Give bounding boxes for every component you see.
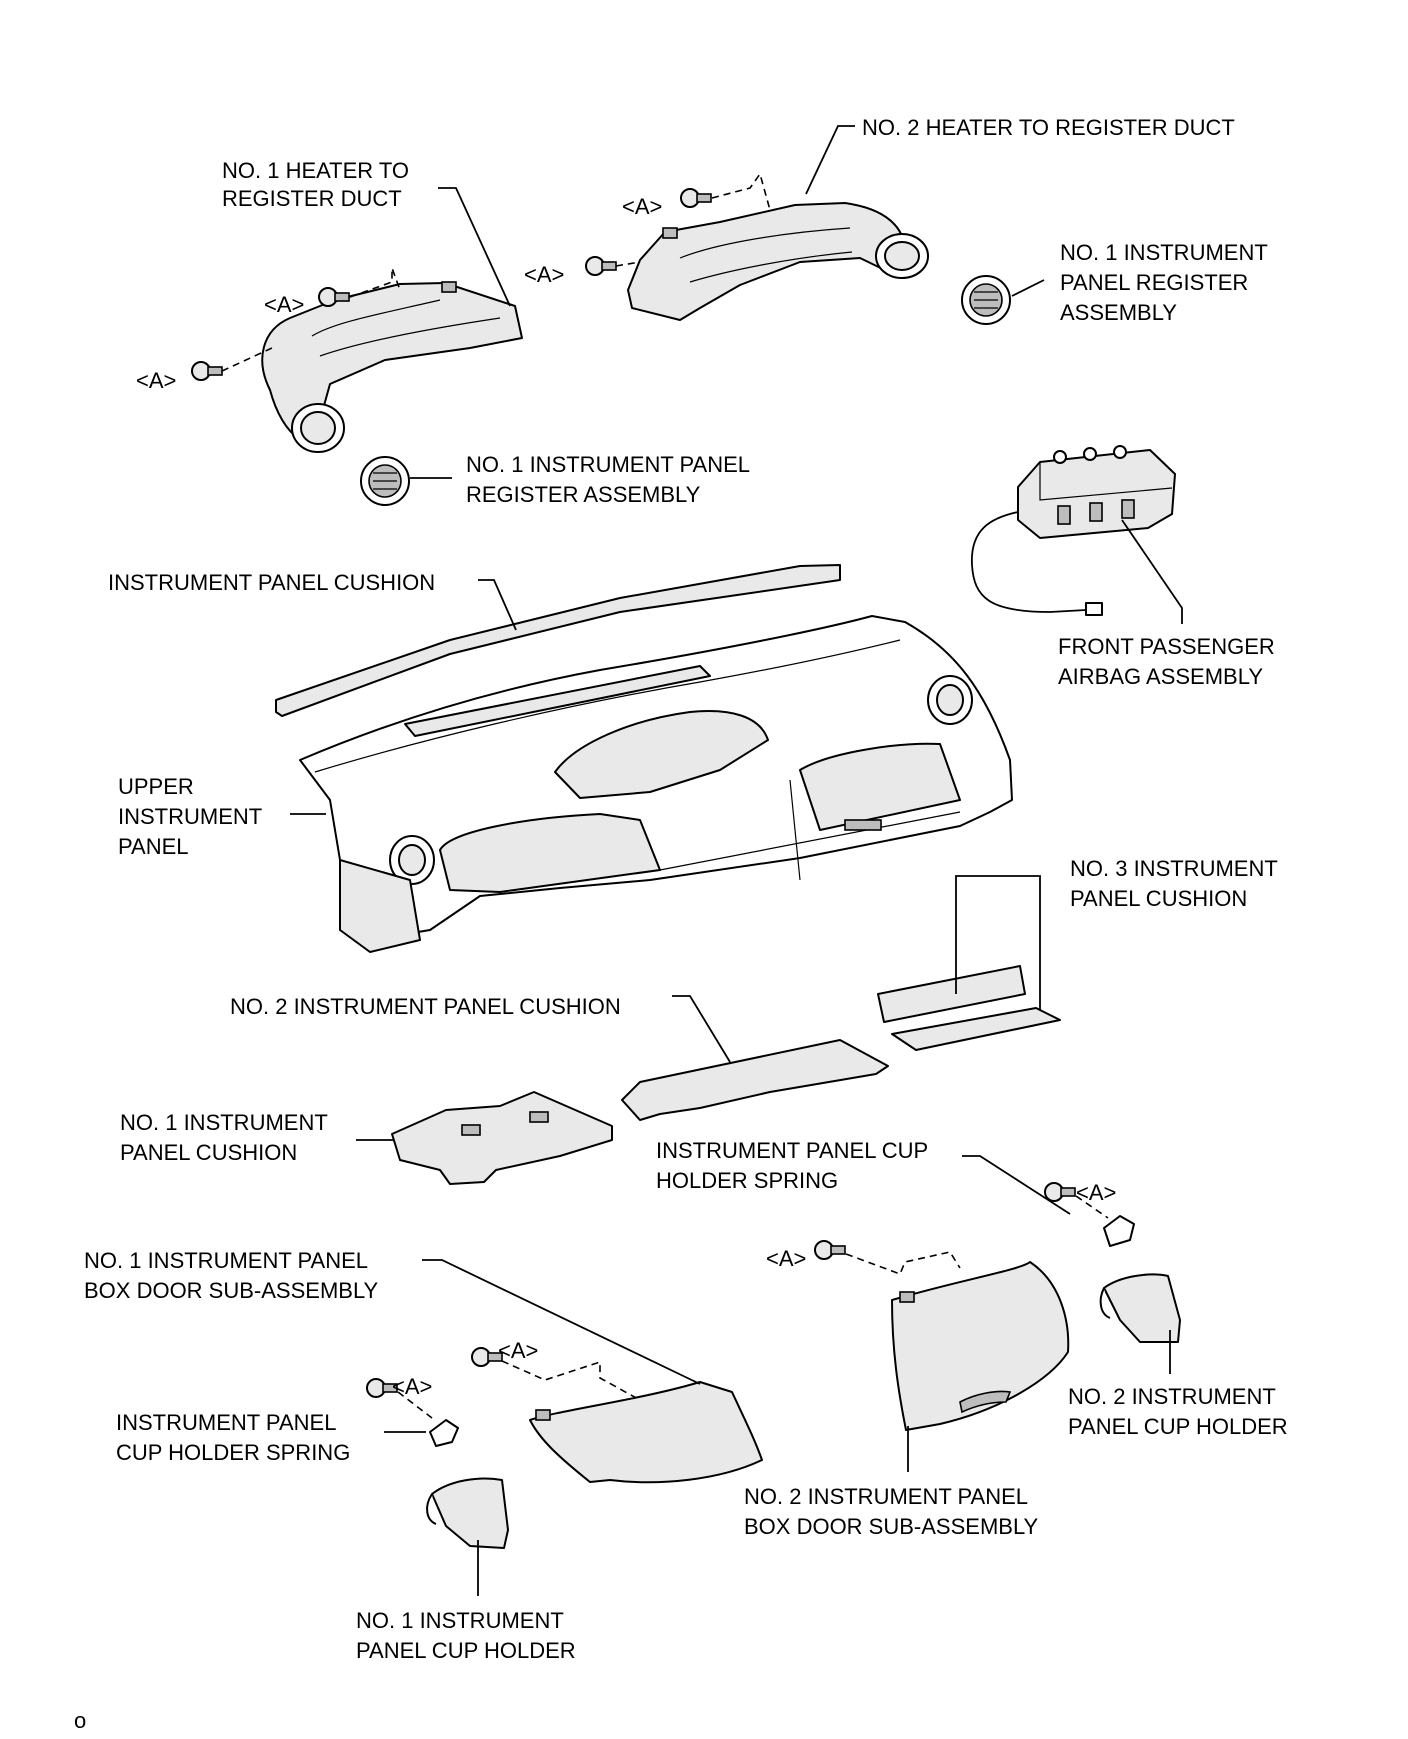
no1-box-door-part (529, 1381, 763, 1484)
bolt-a-8 (366, 1378, 398, 1398)
label-no3-panel-cushion: NO. 3 INSTRUMENT PANEL CUSHION (1070, 856, 1284, 911)
leader-no2-heater-duct (805, 125, 855, 195)
label-no2-panel-cushion: NO. 2 INSTRUMENT PANEL CUSHION (230, 994, 621, 1019)
cup-holder-spring-left-part (429, 1419, 459, 1447)
leader-no2-cushion (672, 995, 731, 1063)
no1-register-right-part (961, 275, 1011, 325)
leader-no1-box-door (422, 1259, 701, 1385)
bolt-a-1 (318, 287, 350, 307)
leader-no1-heater-duct (438, 187, 511, 307)
upper-instrument-panel-part (299, 615, 1013, 953)
label-panel-cushion: INSTRUMENT PANEL CUSHION (108, 570, 435, 595)
label-no1-cup-holder: NO. 1 INSTRUMENT PANEL CUP HOLDER (356, 1608, 576, 1663)
fastener-tag-1: <A> (264, 292, 304, 317)
bolt-a-3 (680, 188, 712, 208)
no2-box-door-part (891, 1261, 1070, 1431)
no2-heater-duct-part (627, 202, 929, 321)
bolt-a-2 (191, 361, 223, 381)
label-no2-box-door: NO. 2 INSTRUMENT PANEL BOX DOOR SUB-ASSE… (744, 1484, 1039, 1539)
label-no1-register-left: NO. 1 INSTRUMENT PANEL REGISTER ASSEMBLY (466, 452, 755, 507)
leader-panel-cushion (478, 579, 517, 631)
page-marker: o (74, 1708, 86, 1733)
no1-cup-holder-part (426, 1477, 509, 1549)
bolt-a-6 (814, 1240, 846, 1260)
label-no1-register-right: NO. 1 INSTRUMENT PANEL REGISTER ASSEMBLY (1060, 240, 1274, 325)
label-front-passenger-airbag: FRONT PASSENGER AIRBAG ASSEMBLY (1058, 634, 1281, 689)
label-no1-panel-cushion: NO. 1 INSTRUMENT PANEL CUSHION (120, 1110, 334, 1165)
panel-cushion-strip-part (275, 564, 841, 717)
fastener-tag-6: <A> (766, 1246, 806, 1271)
bolt-a-4 (585, 256, 617, 276)
label-upper-instrument-panel: UPPER INSTRUMENT PANEL (118, 774, 268, 859)
leader-no3-cushion (955, 875, 1041, 1010)
fastener-tag-8: <A> (392, 1374, 432, 1399)
no3-panel-cushion-part (877, 965, 1061, 1051)
no2-cup-holder-part (1099, 1273, 1181, 1343)
bolt-a-5 (1044, 1182, 1076, 1202)
label-no1-heater-duct: NO. 1 HEATER TO REGISTER DUCT (222, 158, 415, 211)
cup-holder-spring-right-part (1103, 1215, 1135, 1247)
fastener-tag-2: <A> (136, 368, 176, 393)
label-no2-heater-duct: NO. 2 HEATER TO REGISTER DUCT (862, 115, 1235, 140)
fastener-tag-5: <A> (1076, 1180, 1116, 1205)
front-passenger-airbag-part (971, 445, 1176, 616)
no2-panel-cushion-part (621, 1039, 889, 1121)
label-cup-holder-spring-left: INSTRUMENT PANEL CUP HOLDER SPRING (116, 1410, 350, 1465)
label-no1-box-door: NO. 1 INSTRUMENT PANEL BOX DOOR SUB-ASSE… (84, 1248, 379, 1303)
fastener-tag-7: <A> (498, 1338, 538, 1363)
label-cup-holder-spring-right: INSTRUMENT PANEL CUP HOLDER SPRING (656, 1138, 934, 1193)
no1-heater-duct-part (261, 281, 523, 453)
leader-spring-right (962, 1155, 1071, 1215)
leader-no1-register-right (1011, 279, 1045, 297)
fastener-tag-3: <A> (622, 194, 662, 219)
no1-register-left-part (360, 456, 410, 506)
label-no2-cup-holder: NO. 2 INSTRUMENT PANEL CUP HOLDER (1068, 1384, 1288, 1439)
bolt-a-7 (471, 1347, 503, 1367)
leader-airbag (1121, 519, 1183, 624)
fastener-tag-4: <A> (524, 262, 564, 287)
no1-panel-cushion-part (391, 1091, 613, 1185)
